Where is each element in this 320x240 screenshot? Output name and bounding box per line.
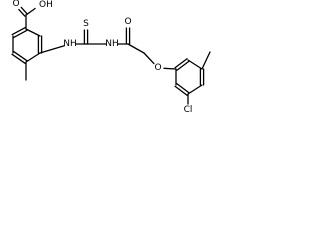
bond-a1-a2-b bbox=[13, 29, 28, 39]
bond-c10-oe bbox=[143, 52, 155, 65]
bond-b1-b2-a bbox=[176, 60, 190, 71]
atom-label-carboxyl-O: O bbox=[12, 0, 19, 9]
atom-label-thione-S: S bbox=[83, 19, 89, 29]
atom-label-nh-left: NH bbox=[63, 39, 77, 49]
bond-b4-b5 bbox=[187, 84, 203, 95]
bond-b1-b2-b bbox=[174, 58, 188, 69]
bond-a3-a4-b bbox=[13, 51, 28, 62]
bond-b3-me2 bbox=[201, 51, 211, 70]
atom-label-chlorine: Cl bbox=[184, 105, 193, 115]
bond-c7-oc-a bbox=[20, 6, 28, 15]
bonds bbox=[11, 6, 211, 105]
atom-label-nh-right: NH bbox=[105, 39, 119, 49]
atom-label-ether-O: O bbox=[154, 63, 161, 73]
chemical-structure: O OH NH S NH O O Cl bbox=[11, 0, 211, 115]
bond-a6-a1 bbox=[25, 28, 41, 37]
bond-oe-b1 bbox=[163, 67, 177, 70]
atom-label-amide-O: O bbox=[124, 17, 131, 27]
bond-a5-nha bbox=[39, 45, 65, 54]
bond-c9-c10 bbox=[127, 43, 145, 54]
atom-labels: O OH NH S NH O O Cl bbox=[12, 0, 192, 115]
atom-label-carboxyl-OH: OH bbox=[39, 0, 53, 10]
bond-c7-oh bbox=[25, 7, 36, 16]
bond-b2-b3 bbox=[187, 59, 203, 70]
bond-b5-b6-a bbox=[176, 83, 190, 94]
bond-c7-oc-b bbox=[18, 8, 26, 17]
bond-b5-b6-b bbox=[174, 85, 188, 96]
bond-a3-a4-a bbox=[11, 53, 26, 64]
bond-a1-a2-a bbox=[11, 26, 26, 36]
bond-a4-a5 bbox=[25, 52, 41, 63]
